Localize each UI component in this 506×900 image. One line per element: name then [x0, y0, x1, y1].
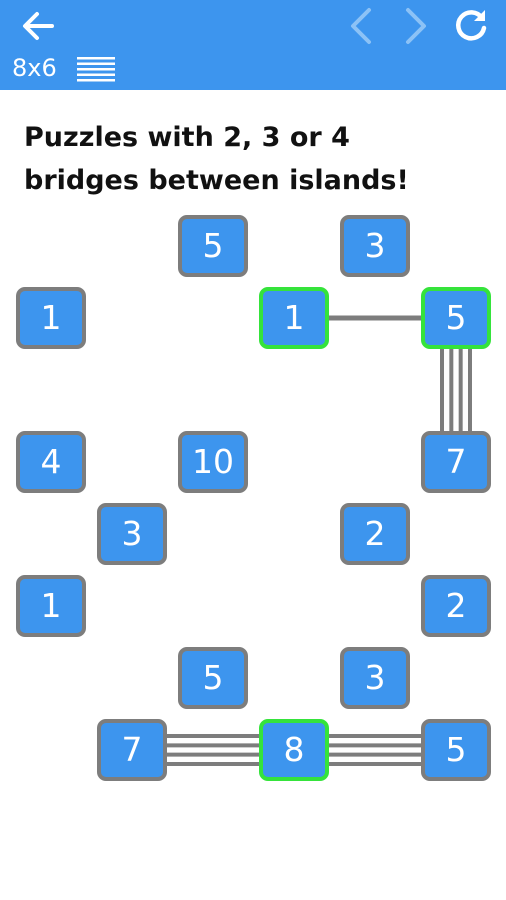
next-puzzle-button[interactable] [398, 6, 434, 46]
island-b[interactable]: 3 [340, 215, 410, 277]
island-l[interactable]: 2 [421, 575, 491, 637]
island-p[interactable]: 8 [259, 719, 329, 781]
previous-puzzle-button[interactable] [343, 6, 379, 46]
headline-line-1: Puzzles with 2, 3 or 4 [24, 122, 350, 153]
restart-button[interactable] [451, 6, 491, 46]
island-i[interactable]: 3 [97, 503, 167, 565]
menu-lines-icon[interactable] [77, 56, 115, 86]
island-e[interactable]: 5 [421, 287, 491, 349]
island-c[interactable]: 1 [16, 287, 86, 349]
island-k[interactable]: 1 [16, 575, 86, 637]
island-h[interactable]: 7 [421, 431, 491, 493]
refresh-icon [456, 10, 487, 41]
headline-line-2: bridges between islands! [24, 165, 409, 196]
island-a[interactable]: 5 [178, 215, 248, 277]
island-d[interactable]: 1 [259, 287, 329, 349]
chevron-left-icon [351, 8, 371, 44]
chevron-right-icon [406, 8, 426, 44]
puzzle-size-label: 8x6 [12, 54, 57, 82]
island-m[interactable]: 5 [178, 647, 248, 709]
arrow-left-icon [23, 12, 54, 40]
island-j[interactable]: 2 [340, 503, 410, 565]
puzzle-headline: Puzzles with 2, 3 or 4 bridges between i… [24, 116, 494, 202]
island-o[interactable]: 7 [97, 719, 167, 781]
island-g[interactable]: 10 [178, 431, 248, 493]
back-button[interactable] [18, 8, 58, 44]
app-bar: 8x6 [0, 0, 506, 90]
island-q[interactable]: 5 [421, 719, 491, 781]
island-n[interactable]: 3 [340, 647, 410, 709]
island-f[interactable]: 4 [16, 431, 86, 493]
